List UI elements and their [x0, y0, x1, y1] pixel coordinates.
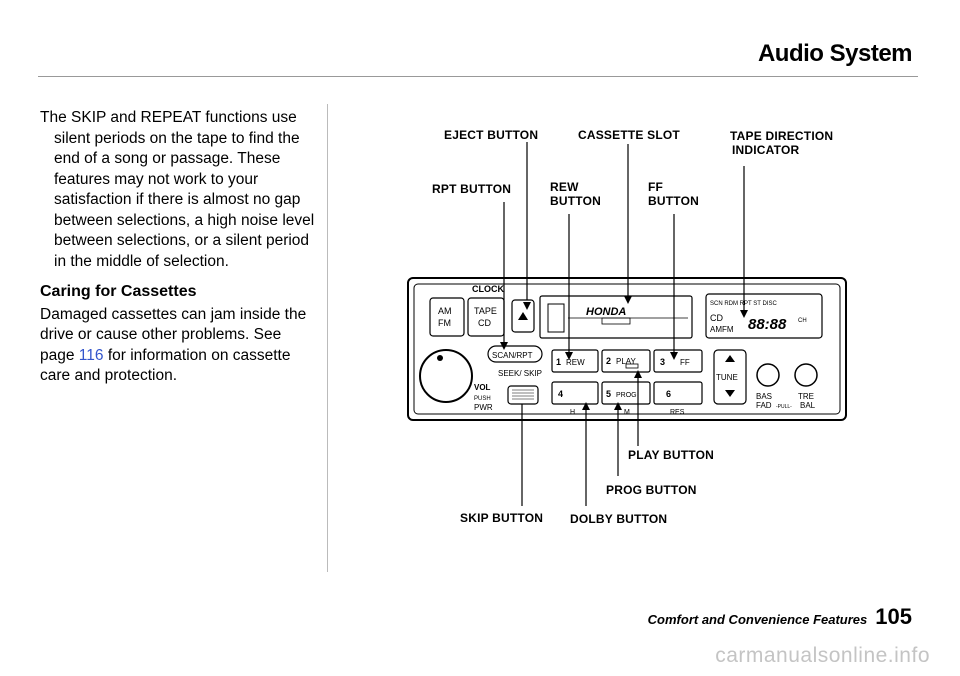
m-label: M [624, 409, 630, 416]
preset-2-label: PLAY [616, 357, 637, 366]
preset-4-button [551, 381, 599, 405]
body-text-column: The SKIP and REPEAT functions use silent… [40, 108, 318, 397]
tape-cd-button [467, 297, 505, 337]
cassette-slot [539, 295, 693, 339]
caring-text-1: Damaged cassettes can jam inside the dri… [40, 305, 307, 364]
display-digits: 88:88 [748, 316, 787, 333]
page-link[interactable]: 116 [78, 346, 104, 364]
display-cd: CD [710, 313, 723, 323]
fm-label: FM [438, 318, 451, 328]
display-window [705, 293, 823, 339]
play-button-callout: PLAY BUTTON [628, 448, 714, 462]
watermark-text: carmanualsonline.info [715, 644, 930, 667]
preset-2-num: 2 [606, 356, 611, 366]
fad-label: FAD [756, 401, 772, 410]
ff-line2: BUTTON [648, 194, 699, 208]
caring-text-2: for information on cassette care and pro… [40, 346, 291, 385]
vol-label: VOL [474, 383, 491, 392]
seek-skip-rocker [507, 385, 539, 405]
rew-button-callout: REW BUTTON [550, 180, 601, 208]
treble-knob [794, 363, 818, 387]
header-divider [38, 76, 918, 77]
scan-rpt-label: SCAN/RPT [492, 351, 533, 360]
audio-unit-diagram: CLOCK AM FM TAPE CD HONDA SCAN/RPT SEEK/… [380, 110, 860, 540]
cassette-slot-callout: CASSETTE SLOT [578, 128, 680, 142]
tune-button [713, 349, 747, 405]
page-number: 105 [875, 604, 912, 629]
seek-skip-label: SEEK/ SKIP [498, 369, 542, 378]
audio-unit-illustration: CLOCK AM FM TAPE CD HONDA SCAN/RPT SEEK/… [407, 142, 847, 506]
display-amfm: AMFM [710, 325, 734, 334]
bal-label: BAL [800, 401, 816, 410]
dolby-button-callout: DOLBY BUTTON [570, 512, 668, 526]
volume-knob [419, 349, 473, 403]
bas-label: BAS [756, 392, 772, 401]
push-label: PUSH [474, 396, 491, 402]
display-status: SCN RDM RPT ST DISC [710, 301, 777, 307]
bass-knob [756, 363, 780, 387]
tape-direction-line1: TAPE DIRECTION [730, 129, 834, 143]
cd-label: CD [478, 318, 491, 328]
caring-heading: Caring for Cassettes [40, 283, 197, 300]
ff-line1: FF [648, 180, 664, 194]
rew-line2: BUTTON [550, 194, 601, 208]
scan-rpt-button [487, 345, 543, 363]
brand-logo: HONDA [586, 306, 626, 318]
preset-3-button [653, 349, 703, 373]
page-title: Audio System [757, 40, 913, 67]
rew-line1: REW [550, 180, 579, 194]
eject-button [511, 299, 535, 333]
clock-label: CLOCK [472, 284, 504, 294]
display-ch: CH [798, 318, 807, 324]
res-label: RES [670, 409, 685, 416]
tape-direction-line2: INDICATOR [732, 143, 800, 157]
preset-1-label: REW [566, 358, 585, 367]
section-label: Comfort and Convenience Features [647, 612, 868, 627]
tre-label: TRE [798, 392, 814, 401]
preset-2-button [601, 349, 651, 373]
tape-label: TAPE [474, 306, 497, 316]
panel-outline [407, 277, 847, 421]
eject-button-callout: EJECT BUTTON [444, 128, 539, 142]
pwr-label: PWR [474, 403, 493, 412]
preset-4-num: 4 [558, 389, 563, 399]
am-fm-button [429, 297, 465, 337]
preset-3-label: FF [680, 358, 690, 367]
pull-label: -PULL- [776, 404, 792, 410]
preset-6-num: 6 [666, 389, 671, 399]
ff-button-callout: FF BUTTON [648, 180, 699, 208]
am-label: AM [438, 306, 452, 316]
rpt-button-callout: RPT BUTTON [432, 182, 512, 196]
prog-button-callout: PROG BUTTON [606, 483, 697, 497]
preset-5-button [601, 381, 651, 405]
tape-direction-callout: TAPE DIRECTION INDICATOR [730, 129, 833, 157]
preset-6-button [653, 381, 703, 405]
page-footer: Comfort and Convenience Features 105 [648, 604, 912, 630]
preset-5-num: 5 [606, 389, 611, 399]
column-divider [327, 104, 328, 572]
skip-button-callout: SKIP BUTTON [460, 511, 544, 525]
caring-paragraph: Damaged cassettes can jam inside the dri… [40, 305, 318, 387]
preset-1-num: 1 [556, 357, 561, 367]
skip-repeat-paragraph: The SKIP and REPEAT functions use silent… [40, 109, 315, 270]
tune-label: TUNE [716, 373, 738, 382]
preset-5-label: PROG [616, 392, 637, 399]
preset-1-button [551, 349, 599, 373]
preset-3-num: 3 [660, 357, 665, 367]
h-label: H [570, 409, 575, 416]
